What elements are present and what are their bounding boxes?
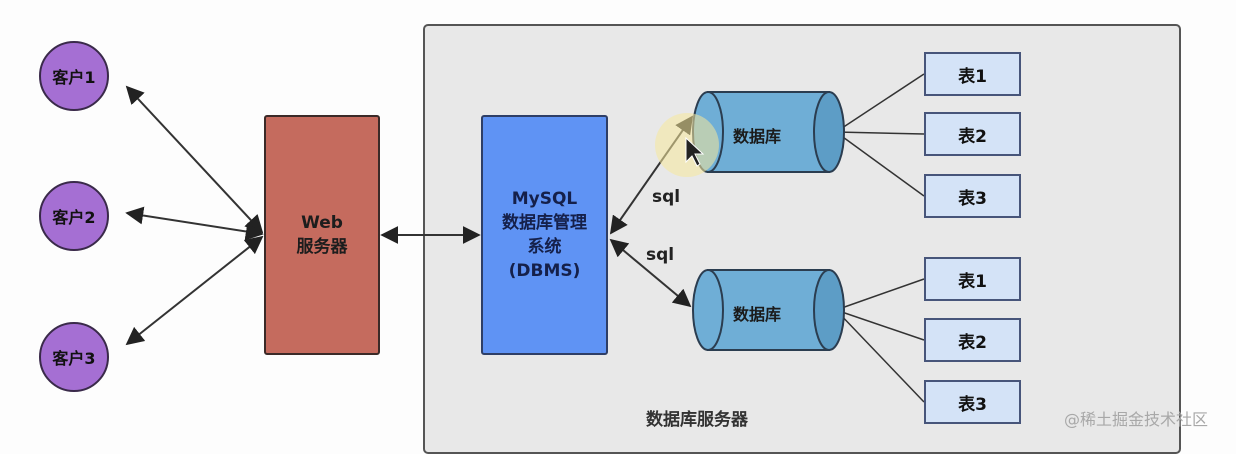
cursor-icon [685, 136, 705, 167]
db1-table-3-label: 表3 [958, 188, 987, 209]
db2-table-3: 表3 [924, 380, 1021, 424]
db2-table-2: 表2 [924, 318, 1021, 362]
dbms-line4: (DBMS) [508, 261, 581, 281]
db2-table-1-label: 表1 [958, 271, 987, 292]
client-2: 客户2 [39, 181, 109, 251]
db2-table-1: 表1 [924, 257, 1021, 301]
client-1-label: 客户1 [52, 68, 96, 87]
dbms-line2: 数据库管理 [502, 213, 587, 233]
db2-table-3-label: 表3 [958, 394, 987, 415]
db2-table1-line [835, 278, 925, 311]
client-3: 客户3 [39, 322, 109, 392]
client1-web-arrow [125, 85, 264, 234]
db1-table-2-label: 表2 [958, 126, 987, 147]
db1-table-1: 表1 [924, 52, 1021, 96]
dbms-db2-arrow [609, 238, 692, 308]
db1-table-1-label: 表1 [958, 66, 987, 87]
sql-label-1: sql [652, 187, 681, 207]
watermark: @稀土掘金技术社区 [1064, 410, 1209, 429]
db2-table2-line [835, 309, 925, 341]
dbms-line3: 系统 [527, 237, 562, 257]
database-server-label: 数据库服务器 [646, 410, 748, 430]
client-3-label: 客户3 [52, 349, 96, 368]
client3-web-arrow [125, 235, 264, 346]
db2-table3-line [835, 309, 925, 403]
db1-table1-line [835, 73, 925, 133]
connection-lines [125, 73, 925, 403]
database-2-label: 数据库 [733, 305, 782, 324]
database-1-label: 数据库 [733, 127, 782, 146]
database-2-cylinder [692, 269, 845, 351]
client-2-label: 客户2 [52, 208, 96, 227]
db1-table-3: 表3 [924, 174, 1021, 218]
web-server-box: Web 服务器 [264, 115, 380, 355]
dbms-box: MySQL 数据库管理 系统 (DBMS) [481, 115, 608, 355]
dbms-line1: MySQL [511, 189, 578, 209]
sql-label-2: sql [646, 245, 675, 265]
client2-web-arrow [125, 206, 264, 241]
web-server-line2: 服务器 [296, 237, 348, 257]
db1-table3-line [835, 131, 925, 197]
web-server-line1: Web [301, 213, 343, 233]
client-1: 客户1 [39, 41, 109, 111]
db1-table-2: 表2 [924, 112, 1021, 156]
db2-table-2-label: 表2 [958, 332, 987, 353]
db1-table2-line [835, 131, 925, 135]
